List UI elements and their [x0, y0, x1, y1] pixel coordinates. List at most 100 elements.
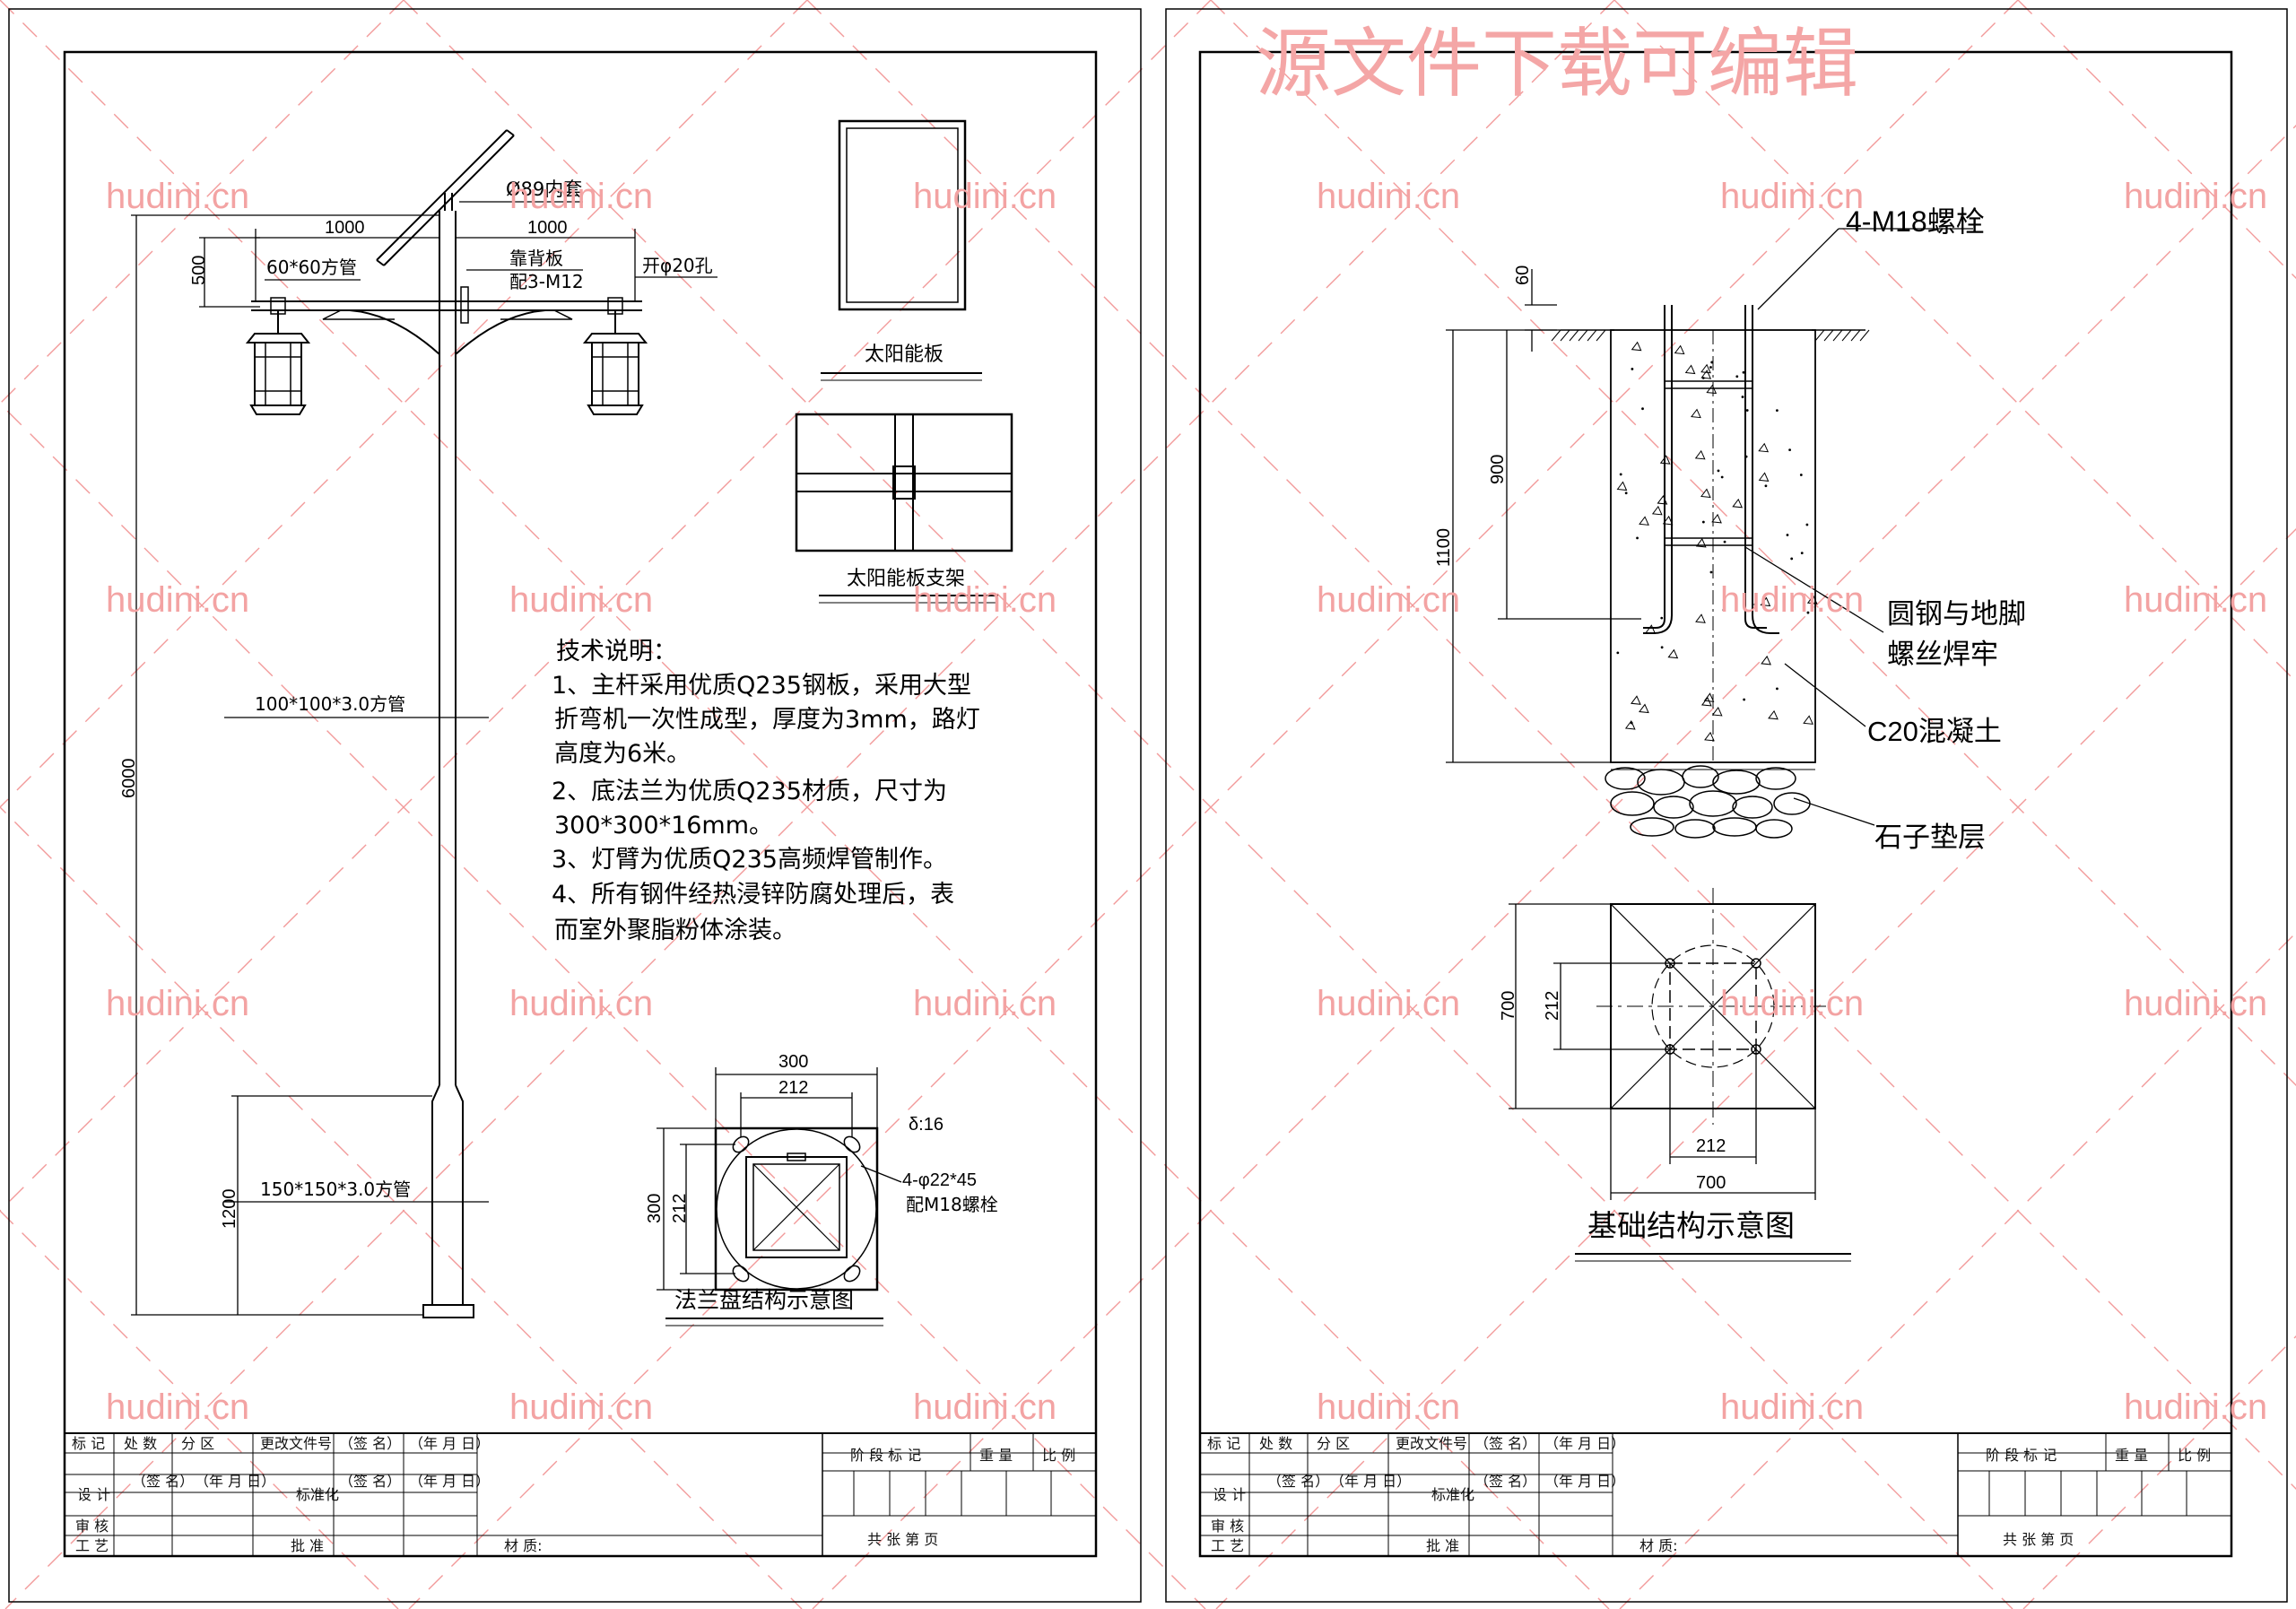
watermark-text: hudini.cn [106, 1387, 249, 1427]
dim-1200: 1200 [220, 1189, 239, 1230]
bolt-label: 4-M18螺栓 [1846, 205, 1985, 238]
tech-note-line: 4、所有钢件经热浸锌防腐处理后，表 [552, 881, 954, 909]
title-block-cell: 更改文件号 [260, 1435, 332, 1452]
tech-notes-title: 技术说明： [556, 638, 677, 665]
title-block-cell: （签 名） [1474, 1435, 1536, 1452]
title-block-cell: （签 名） [339, 1473, 401, 1490]
title-block-cell: 审 核 [75, 1518, 109, 1535]
watermark-text: hudini.cn [509, 177, 653, 216]
title-block-cell: （年 月 日） [409, 1435, 490, 1452]
tech-note-line: 而室外聚脂粉体涂装。 [554, 917, 796, 944]
label-back-plate: 靠背板 [509, 248, 563, 269]
watermark-text: hudini.cn [106, 177, 249, 216]
title-block-cell: （签 名） [1474, 1473, 1536, 1490]
concrete-label: C20混凝土 [1867, 716, 2002, 747]
dim-500: 500 [189, 256, 209, 285]
title-block-cell: 分 区 [181, 1435, 214, 1452]
lamp-dimensions: 1000 1000 500 6000 1200 [119, 214, 636, 1316]
solar-bracket-label: 太阳能板支架 [847, 568, 965, 590]
title-block-cell: 设 计 [77, 1486, 110, 1503]
label-hole: 开φ20孔 [642, 255, 713, 276]
title-block-cell: （年 月 日） [409, 1473, 490, 1490]
foundation-title: 基础结构示意图 [1587, 1208, 1795, 1243]
dim-1000-right: 1000 [527, 218, 568, 238]
label-square-tube: 60*60方管 [266, 257, 357, 278]
label-inner-sleeve: Ø89内套 [506, 178, 582, 200]
watermarks: hudini.cn hudini.cn hudini.cn hudini.cn hudi… [106, 177, 2267, 1427]
title-block-left: 标 记 处 数 分 区 更改文件号 （签 名） （年 月 日） 设 计 （签 名） （年 月 日… [64, 1432, 1097, 1557]
title-block-stage: 阶 段 标 记 [850, 1447, 921, 1464]
title-block-cell: 标 记 [1207, 1435, 1240, 1452]
flange-dim-212-height: 212 [670, 1194, 690, 1223]
title-block-cell: 更改文件号 [1396, 1435, 1467, 1452]
tech-note-line: 1、主杆采用优质Q235钢板，采用大型 [552, 672, 971, 700]
title-block-cell: 工 艺 [1211, 1537, 1244, 1554]
title-block-cell: 批 准 [291, 1537, 324, 1554]
title-block-cell: 标准化 [296, 1486, 339, 1503]
watermark-title: 源文件下载可编辑 [1256, 20, 1858, 108]
foundation-section: 60 900 1100 4-M18螺栓 圆钢与地脚 螺丝焊牢 C20混凝土 石子… [1434, 205, 2026, 854]
watermark-text: hudini.cn [1720, 1387, 1864, 1427]
watermark-text: hudini.cn [106, 580, 249, 620]
title-block-cell: （年 月 日） [1330, 1473, 1411, 1490]
watermark-text: hudini.cn [1317, 177, 1460, 216]
plan-dim-700-height: 700 [1499, 991, 1518, 1021]
flange-holes: 4-φ22*45 [902, 1170, 977, 1190]
watermark-text: hudini.cn [913, 580, 1057, 620]
title-block-cell: 批 准 [1426, 1537, 1459, 1554]
watermark-text: hudini.cn [2124, 580, 2267, 620]
title-block-cell: 处 数 [124, 1435, 157, 1452]
watermark-text: hudini.cn [106, 984, 249, 1023]
flange-title: 法兰盘结构示意图 [674, 1287, 854, 1313]
watermark-text: hudini.cn [913, 1387, 1057, 1427]
tech-note-line: 高度为6米。 [554, 740, 691, 768]
lamp-elevation [245, 129, 648, 1318]
title-block-cell: （年 月 日） [1544, 1473, 1625, 1490]
tech-note-line: 折弯机一次性成型，厚度为3mm，路灯 [554, 706, 980, 734]
flange-bolts: 配M18螺栓 [906, 1194, 998, 1215]
title-block-cell: 分 区 [1317, 1435, 1350, 1452]
watermark-text: hudini.cn [509, 580, 653, 620]
dim-6000: 6000 [119, 759, 139, 799]
title-block-sheet: 共 张 第 页 [867, 1531, 938, 1548]
title-block-cell: 标 记 [72, 1435, 105, 1452]
watermark-text: hudini.cn [509, 1387, 653, 1427]
watermark-text: hudini.cn [1317, 580, 1460, 620]
title-block-scale: 比 例 [2178, 1447, 2211, 1464]
watermark-text: hudini.cn [913, 984, 1057, 1023]
title-block-cell: （签 名） [1267, 1473, 1329, 1490]
title-block-material: 材 质: [504, 1537, 542, 1554]
title-block-material: 材 质: [1639, 1537, 1677, 1554]
flange-dim-212-width: 212 [778, 1078, 808, 1098]
watermark-text: hudini.cn [1720, 177, 1864, 216]
title-block-cell: 审 核 [1211, 1518, 1244, 1535]
weld-label-1: 圆钢与地脚 [1887, 598, 2026, 631]
title-block-cell: （签 名） [132, 1473, 194, 1490]
title-block-scale: 比 例 [1042, 1447, 1075, 1464]
dim-1000-left: 1000 [325, 218, 365, 238]
dim-1100: 1100 [1434, 528, 1454, 567]
foundation-plan: 700 212 212 700 基础结构示意图 [1499, 888, 1851, 1262]
title-block-weight: 重 量 [2115, 1447, 2148, 1464]
title-block-sheet: 共 张 第 页 [2003, 1531, 2074, 1548]
title-block-cell: 设 计 [1213, 1486, 1246, 1503]
title-block-cell: （签 名） [339, 1435, 401, 1452]
plan-dim-212-height: 212 [1543, 991, 1562, 1021]
watermark-text: hudini.cn [1317, 984, 1460, 1023]
dim-900: 900 [1488, 455, 1508, 484]
watermark-text: hudini.cn [1720, 580, 1864, 620]
tech-note-line: 3、灯臂为优质Q235高频焊管制作。 [552, 846, 947, 874]
flange-dim-300-width: 300 [778, 1052, 808, 1072]
watermark-text: hudini.cn [509, 984, 653, 1023]
plan-dim-700-width: 700 [1696, 1173, 1726, 1193]
watermark-text: hudini.cn [1317, 1387, 1460, 1427]
flange-drawing: 300 212 300 212 δ:16 4-φ22*45 配M18螺栓 法兰盘… [645, 1052, 998, 1326]
gravel-label: 石子垫层 [1874, 822, 1986, 854]
title-block-cell: 处 数 [1259, 1435, 1292, 1452]
dim-60: 60 [1513, 265, 1533, 285]
tech-note-line: 2、底法兰为优质Q235材质，尺寸为 [552, 778, 947, 805]
watermark-text: hudini.cn [2124, 984, 2267, 1023]
title-block-cell: 工 艺 [75, 1537, 109, 1554]
solar-bracket-drawing: 太阳能板支架 [795, 413, 1013, 604]
